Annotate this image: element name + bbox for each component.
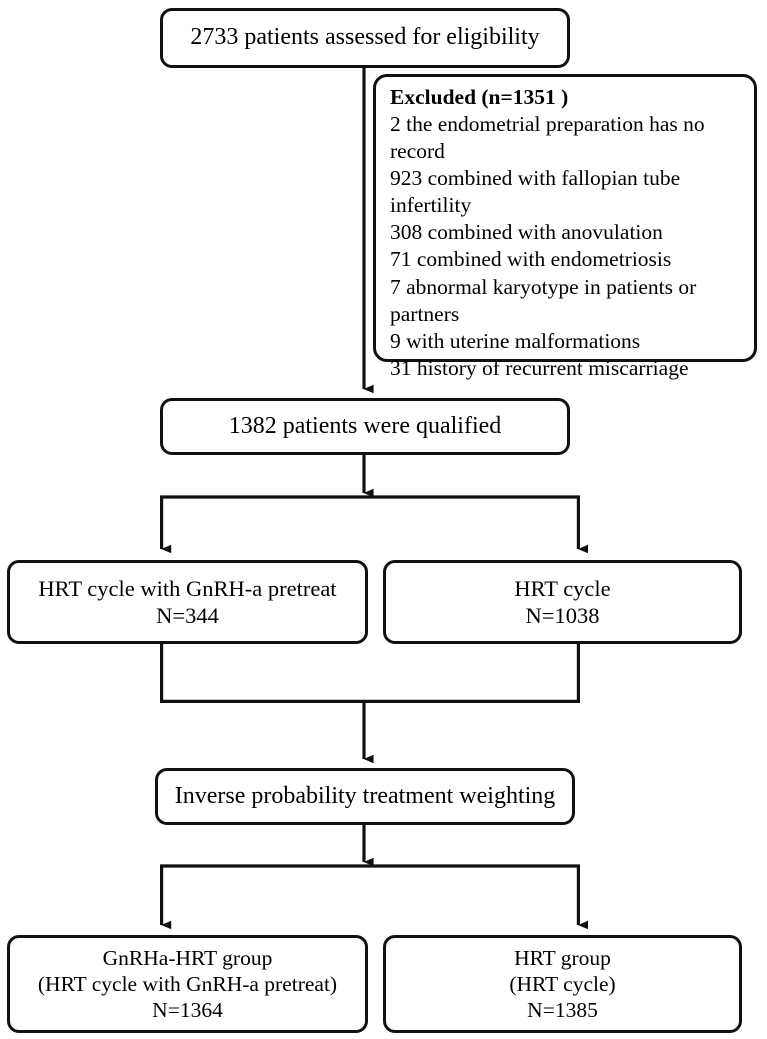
node-qualified-label: 1382 patients were qualified [228,412,502,439]
node-hrt-group: HRT group (HRT cycle) N=1385 [383,935,742,1033]
node-excluded-reason-2: 923 combined with fallopian tube inferti… [390,166,681,218]
node-hrt-count: N=1038 [525,603,600,628]
node-hrt-cycle: HRT cycle N=1038 [383,560,742,644]
connector-branch-to-group-boxes [160,864,589,930]
node-excluded-reason-1: 2 the endometrial preparation has no rec… [390,112,705,164]
node-group-hrt-title: HRT group [514,945,611,970]
node-hrt-gnrha-label: HRT cycle with GnRH-a pretreat [38,575,337,601]
node-gnrha-hrt-group: GnRHa-HRT group (HRT cycle with GnRH-a p… [7,935,368,1033]
node-assessed-label: 2733 patients assessed for eligibility [190,24,540,51]
node-group-gnrha-count: N=1364 [152,998,223,1023]
node-iptw-label: Inverse probability treatment weighting [174,782,556,809]
connector-branch-to-cycle-boxes [160,495,589,554]
node-group-gnrha-title: GnRHa-HRT group [102,945,273,970]
node-excluded: Excluded (n=1351 ) 2 the endometrial pre… [373,74,757,380]
connector-cycle-boxes-to-merge [160,644,581,764]
node-excluded-reason-3: 308 combined with anovulation [390,220,663,245]
node-excluded-header: Excluded (n=1351 ) [390,85,569,109]
node-group-hrt-subtitle: (HRT cycle) [509,971,616,996]
node-excluded-reason-7: 31 history of recurrent miscarriage [390,355,689,380]
node-hrt-cycle-with-gnrha-pretreat: HRT cycle with GnRH-a pretreat N=344 [7,560,368,644]
node-excluded-reason-6: 9 with uterine malformations [390,328,641,353]
node-inverse-probability-treatment-weighting: Inverse probability treatment weighting [155,768,575,825]
node-assessed-for-eligibility: 2733 patients assessed for eligibility [160,8,570,68]
node-group-hrt-count: N=1385 [527,998,598,1023]
node-excluded-reason-5: 7 abnormal karyotype in patients or part… [390,274,697,326]
node-hrt-gnrha-count: N=344 [156,603,219,628]
node-hrt-label: HRT cycle [514,575,611,601]
node-qualified: 1382 patients were qualified [160,398,570,455]
node-excluded-reason-4: 71 combined with endometriosis [390,247,672,272]
node-group-gnrha-subtitle: (HRT cycle with GnRH-a pretreat) [37,971,338,996]
